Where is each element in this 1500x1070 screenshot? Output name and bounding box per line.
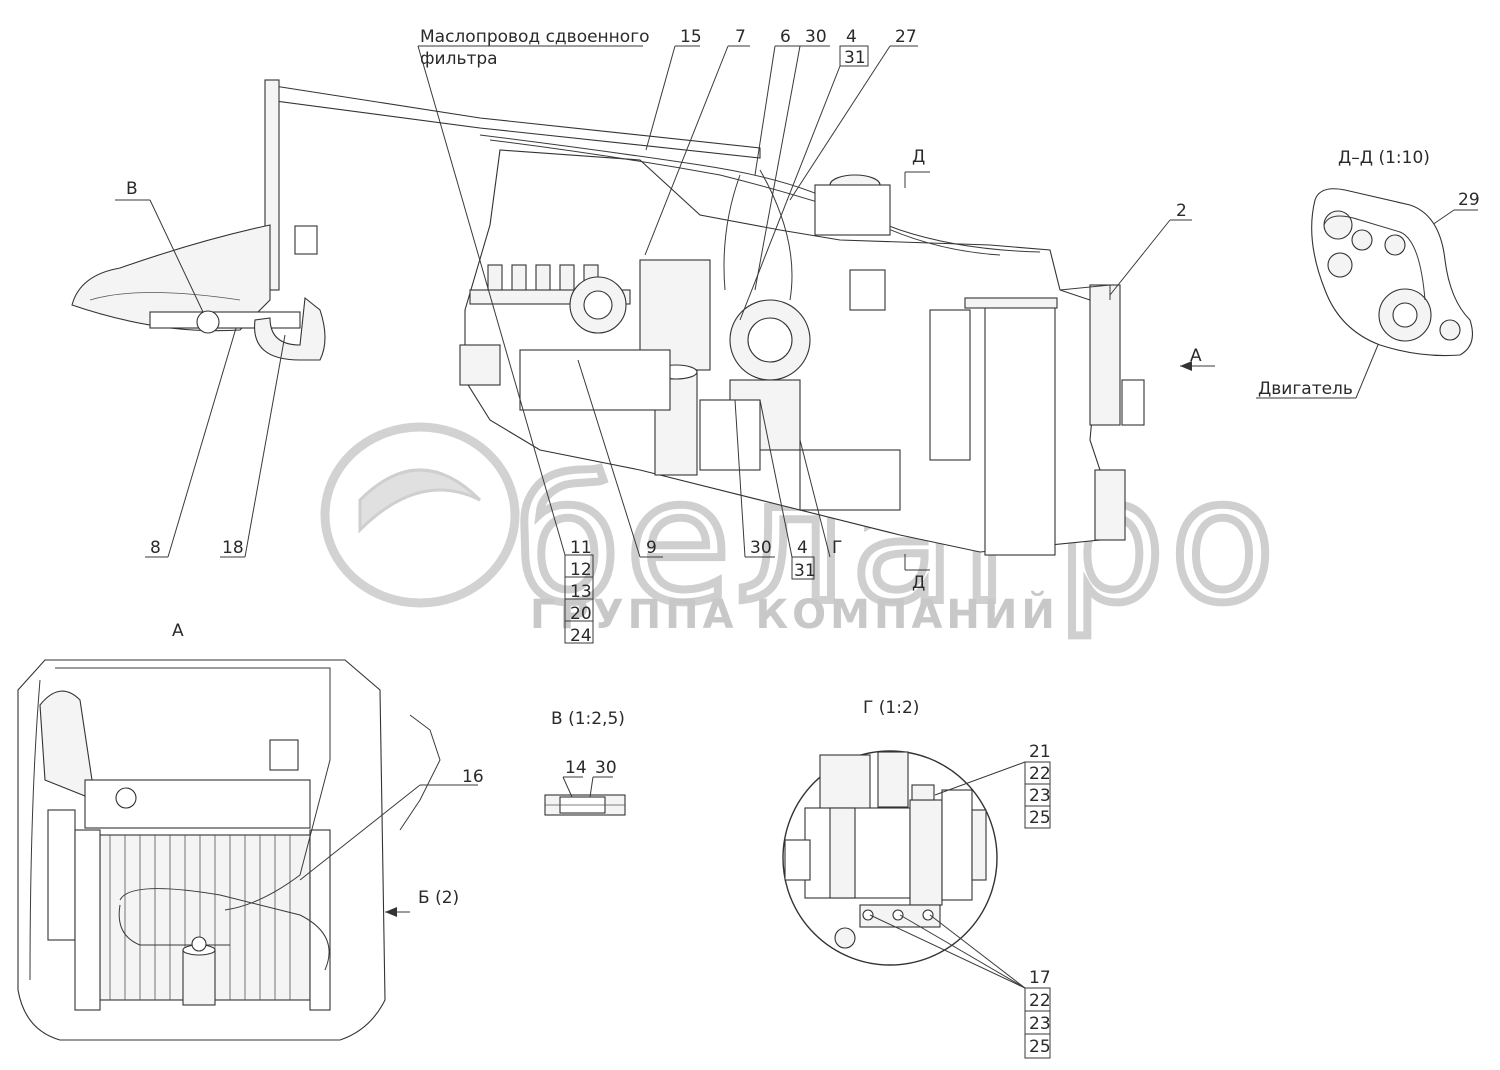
position-13: 13 (570, 582, 592, 602)
section-mark-d-top: Д (912, 147, 925, 167)
view-v-position-30: 30 (595, 758, 617, 778)
position-4: 4 (846, 27, 857, 47)
position-29: 29 (1458, 190, 1480, 210)
position-12: 12 (570, 560, 592, 580)
oil-line-label-1: Маслопровод сдвоенного (420, 27, 650, 47)
compressor-clutch (909, 799, 943, 906)
view-g-position-21: 21 (1029, 742, 1051, 762)
position-24: 24 (570, 626, 592, 646)
view-g-position-17: 17 (1029, 968, 1051, 988)
detail-v-circle (196, 310, 220, 334)
view-g (782, 750, 1051, 1059)
section-dd (1311, 188, 1473, 357)
position-27: 27 (895, 27, 917, 47)
position-8: 8 (150, 538, 161, 558)
position-15: 15 (680, 27, 702, 47)
position-7: 7 (735, 27, 746, 47)
detail-mark-g: Г (832, 538, 842, 558)
position-30-bottom: 30 (750, 538, 772, 558)
position-16: 16 (462, 767, 484, 787)
view-mark-a: А (1190, 346, 1202, 366)
cooler (1089, 284, 1121, 426)
leaders-top (417, 45, 1478, 571)
position-18: 18 (222, 538, 244, 558)
view-a-fins (109, 835, 291, 1000)
view-v-position-14: 14 (565, 758, 587, 778)
view-g-position-25b: 25 (1029, 1037, 1051, 1057)
section-dd-title: Д–Д (1:10) (1338, 148, 1430, 168)
view-g-title: Г (1:2) (863, 698, 919, 718)
main-view (71, 79, 1145, 556)
position-31: 31 (844, 48, 866, 68)
view-g-position-22b: 22 (1029, 991, 1051, 1011)
position-4-bottom: 4 (797, 538, 808, 558)
view-a (17, 659, 478, 1041)
view-g-position-23: 23 (1029, 786, 1051, 806)
position-2: 2 (1176, 201, 1187, 221)
section-mark-d-bottom: Д (912, 573, 925, 593)
engine-label: Двигатель (1258, 379, 1353, 399)
view-g-position-25: 25 (1029, 808, 1051, 828)
oil-line-label-2: фильтра (420, 49, 498, 69)
position-31-bottom: 31 (794, 561, 816, 581)
detail-mark-v: В (126, 179, 138, 199)
view-g-position-23b: 23 (1029, 1014, 1051, 1034)
watermark-tagline: ГРУППА КОМПАНИЙ (530, 590, 1059, 638)
radiator (984, 299, 1056, 556)
view-v (544, 776, 626, 816)
position-11: 11 (570, 538, 592, 558)
position-9: 9 (646, 538, 657, 558)
position-20: 20 (570, 604, 592, 624)
position-6: 6 (780, 27, 791, 47)
labels: Маслопровод сдвоенного фильтра 15 7 6 30… (126, 27, 1480, 1057)
view-mark-b: Б (2) (418, 888, 459, 908)
leaders-bottom (115, 199, 831, 644)
position-30: 30 (805, 27, 827, 47)
view-a-title: А (172, 621, 184, 641)
receiver-drier (182, 949, 216, 1006)
view-v-title: В (1:2,5) (551, 709, 625, 729)
view-g-position-22: 22 (1029, 764, 1051, 784)
